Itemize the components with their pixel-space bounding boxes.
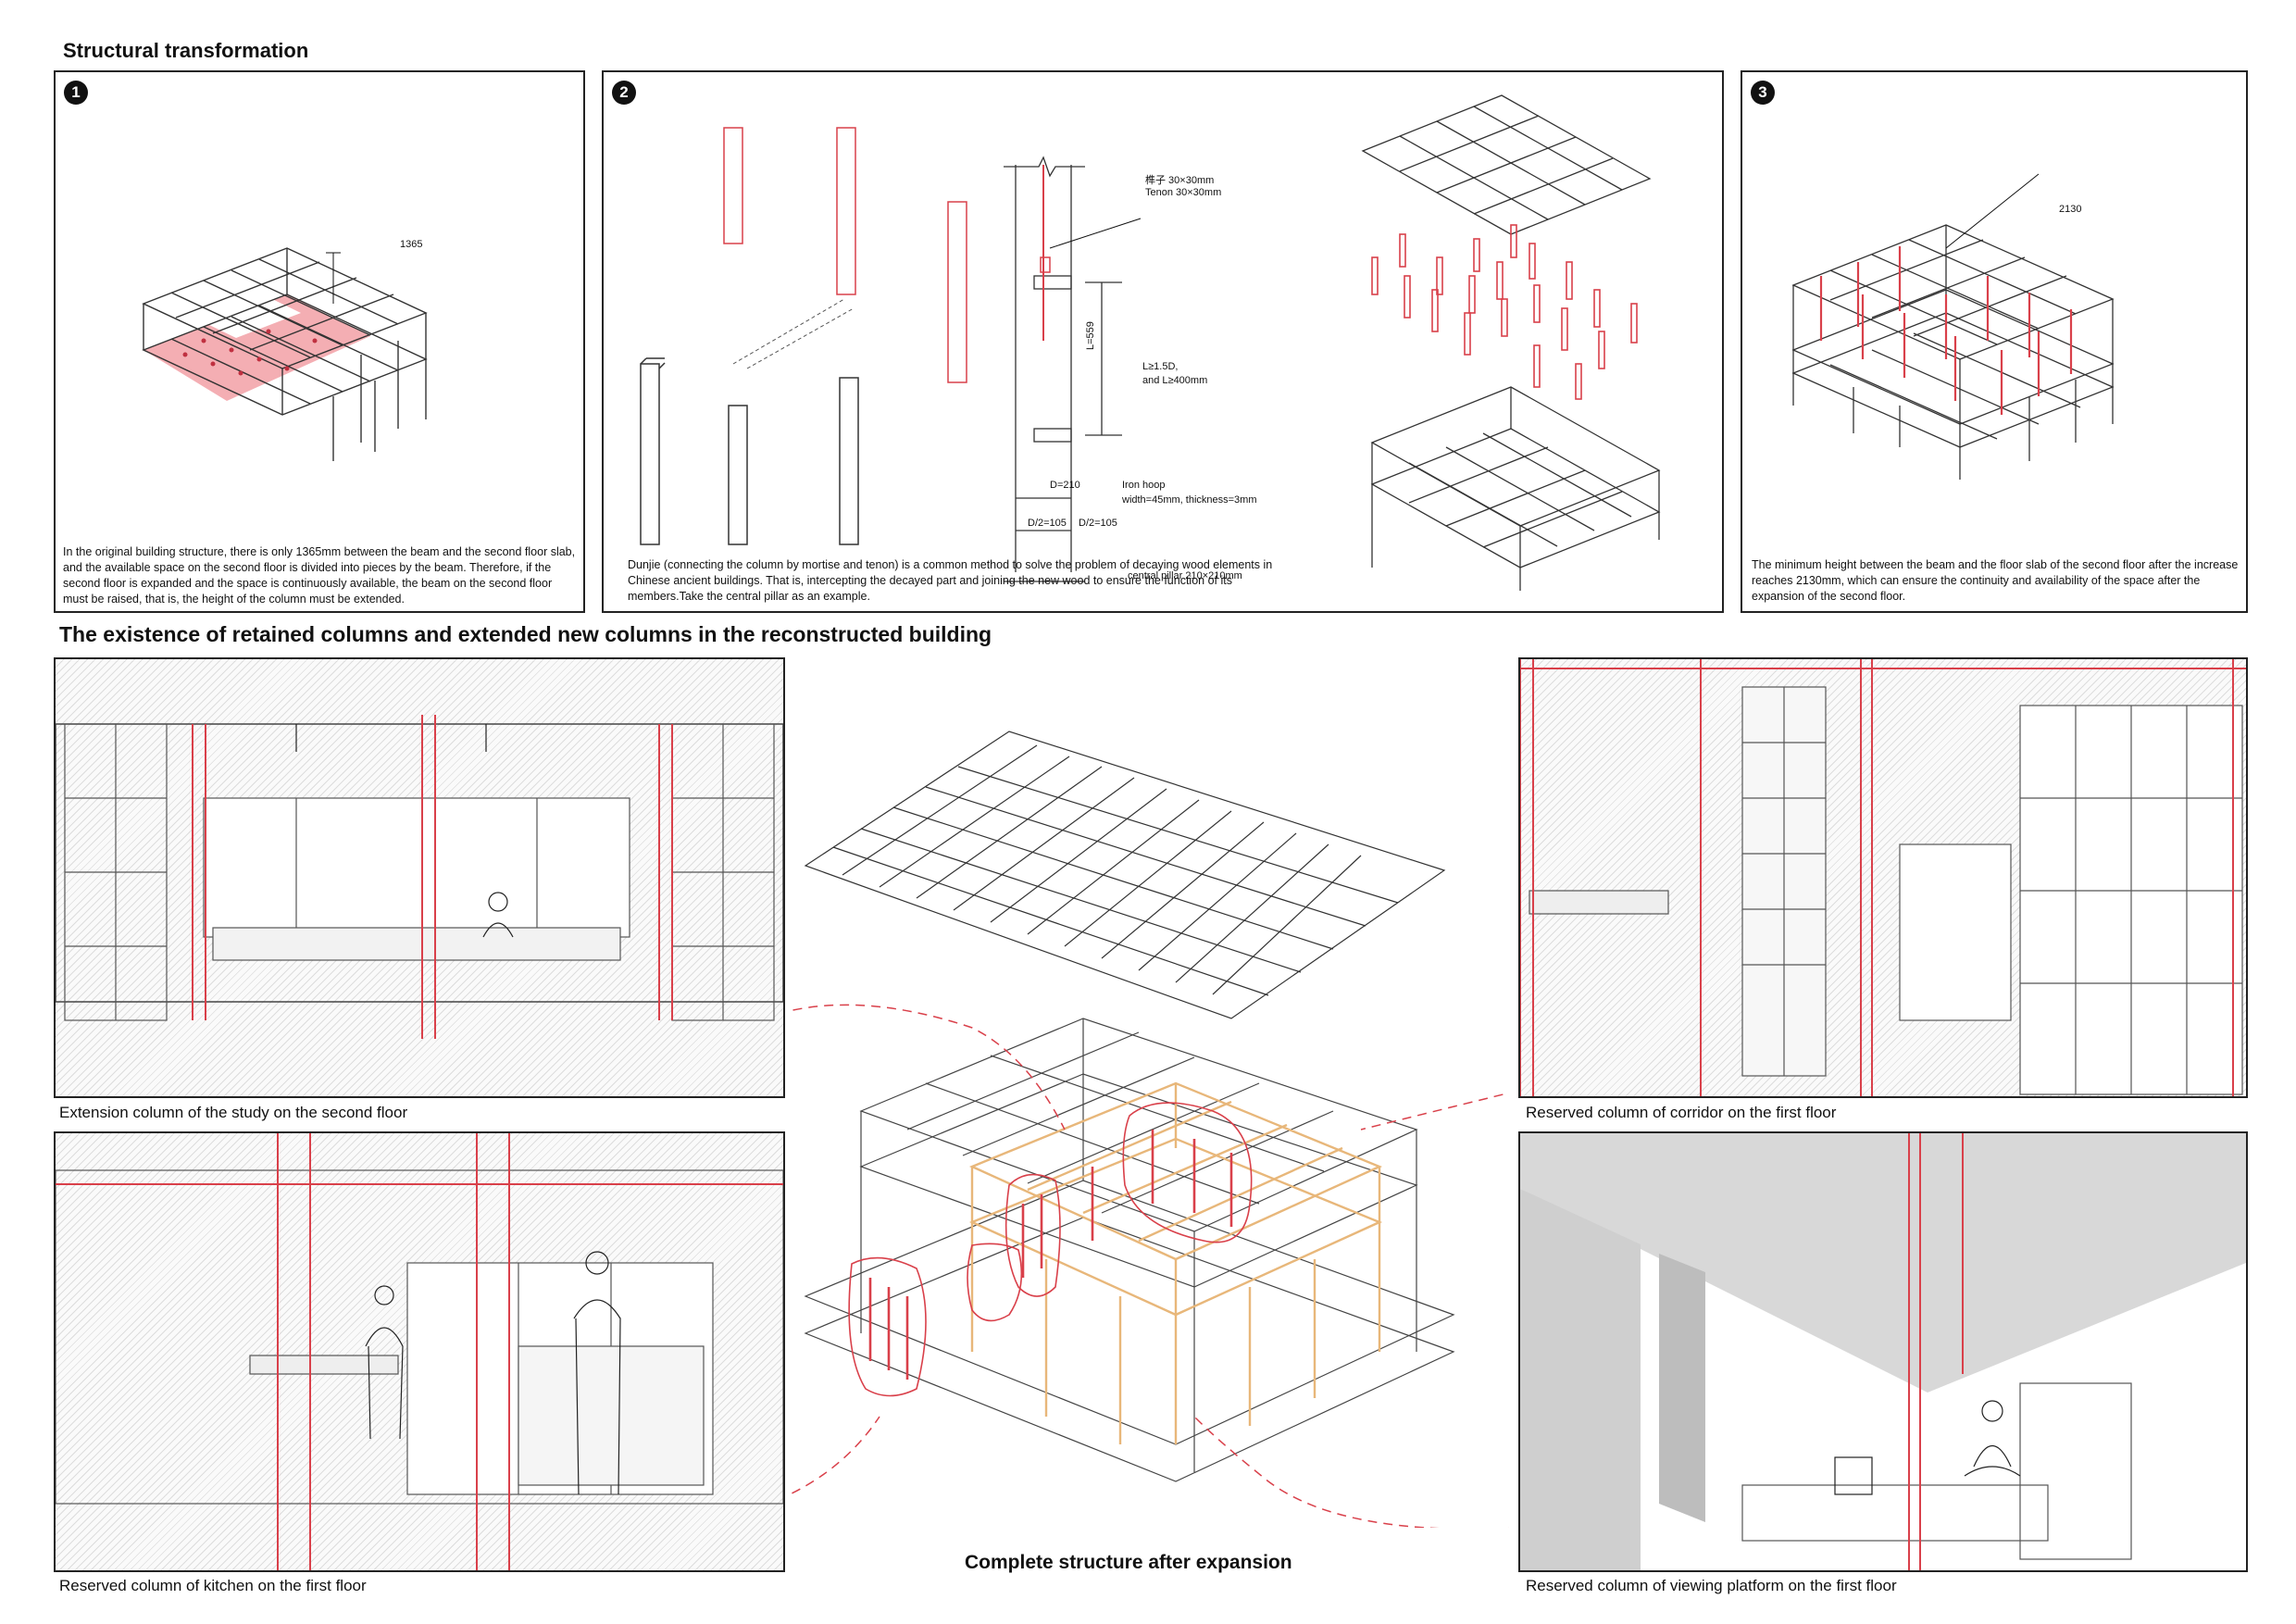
exploded-structure-axonometric	[1361, 94, 1661, 591]
label-iron-hoop: Iron hoop	[1122, 480, 1166, 491]
section-heading-complete: Complete structure after expansion	[965, 1552, 1292, 1573]
dimension-label-2130: 2130	[2059, 204, 2082, 215]
panel-raised-structure: 3 2130 The minimum height betwee	[1741, 70, 2248, 613]
dimension-label-1365: 1365	[400, 239, 423, 250]
view-viewing-platform	[1518, 1131, 2248, 1572]
view-kitchen-first-floor	[54, 1131, 785, 1572]
original-structure-axonometric	[142, 247, 428, 461]
label-half-d-right: D/2=105	[1079, 518, 1117, 529]
panel-original-structure: 1 1365 In the original build	[54, 70, 585, 613]
view-corridor-first-floor	[1518, 657, 2248, 1098]
corridor-interior-drawing	[1520, 659, 2246, 1096]
section-heading-existence: The existence of retained columns and ex…	[59, 622, 992, 646]
caption-viewing: Reserved column of viewing platform on t…	[1526, 1577, 1897, 1594]
raised-structure-axonometric	[1791, 173, 2115, 480]
central-pillar-section	[1004, 156, 1142, 582]
section-heading-structural: Structural transformation	[63, 39, 309, 62]
label-hoop-size: width=45mm, thickness=3mm	[1122, 494, 1257, 506]
label-d210: D=210	[1050, 480, 1080, 491]
label-tenon-cn: 榫子 30×30mm	[1145, 175, 1215, 186]
label-l559: L=559	[1085, 321, 1096, 350]
kitchen-interior-drawing	[56, 1133, 783, 1570]
caption-corridor: Reserved column of corridor on the first…	[1526, 1104, 1837, 1121]
view-study-second-floor	[54, 657, 785, 1098]
panel-dunjie-method: 2 榫子	[602, 70, 1724, 613]
study-interior-drawing	[56, 715, 783, 1039]
complete-structure-axonometric	[787, 731, 1509, 1528]
label-central-pillar: central pillar 210×210mm	[1128, 570, 1242, 581]
column-splice-sequence	[640, 127, 967, 545]
caption-study: Extension column of the study on the sec…	[59, 1104, 408, 1121]
label-half-d-left: D/2=105	[1028, 518, 1067, 529]
panel-description: The minimum height between the beam and …	[1752, 558, 2239, 603]
label-l-rule-1: L≥1.5D,	[1142, 361, 1179, 372]
panel-description: Dunjie (connecting the column by mortise…	[628, 558, 1273, 603]
label-l-rule-2: and L≥400mm	[1142, 375, 1208, 386]
step-number-badge: 3	[1751, 81, 1775, 105]
panel-description: In the original building structure, ther…	[63, 545, 576, 606]
viewing-platform-drawing	[1520, 1133, 2246, 1570]
step-number-badge: 2	[612, 81, 636, 105]
step-number-badge: 1	[64, 81, 88, 105]
label-tenon-en: Tenon 30×30mm	[1145, 187, 1222, 198]
caption-kitchen: Reserved column of kitchen on the first …	[59, 1577, 367, 1594]
